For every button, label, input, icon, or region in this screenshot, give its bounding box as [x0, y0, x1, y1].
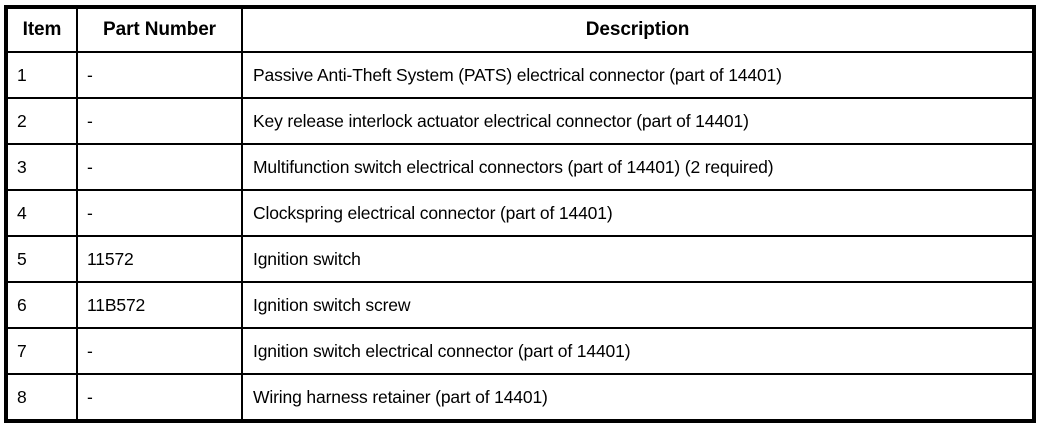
cell-description: Ignition switch: [241, 235, 1035, 283]
table-header: Item Part Number Description: [5, 6, 1035, 53]
cell-description: Multifunction switch electrical connecto…: [241, 143, 1035, 191]
cell-item: 6: [5, 281, 78, 329]
cell-part-number: -: [76, 51, 243, 99]
cell-part-number: 11B572: [76, 281, 243, 329]
cell-description: Ignition switch electrical connector (pa…: [241, 327, 1035, 375]
cell-part-number: -: [76, 97, 243, 145]
cell-part-number: -: [76, 189, 243, 237]
cell-description: Clockspring electrical connector (part o…: [241, 189, 1035, 237]
table-row: 6 11B572 Ignition switch screw: [5, 281, 1035, 329]
cell-description: Wiring harness retainer (part of 14401): [241, 373, 1035, 422]
table-row: 1 - Passive Anti-Theft System (PATS) ele…: [5, 51, 1035, 99]
cell-part-number: -: [76, 327, 243, 375]
cell-description: Key release interlock actuator electrica…: [241, 97, 1035, 145]
parts-list-table: Item Part Number Description 1 - Passive…: [4, 5, 1036, 423]
cell-item: 8: [5, 373, 78, 422]
table-row: 5 11572 Ignition switch: [5, 235, 1035, 283]
column-header-part-number: Part Number: [76, 6, 243, 53]
cell-part-number: -: [76, 143, 243, 191]
column-header-description: Description: [241, 6, 1035, 53]
cell-description: Ignition switch screw: [241, 281, 1035, 329]
cell-part-number: 11572: [76, 235, 243, 283]
cell-description: Passive Anti-Theft System (PATS) electri…: [241, 51, 1035, 99]
cell-part-number: -: [76, 373, 243, 422]
cell-item: 1: [5, 51, 78, 99]
cell-item: 4: [5, 189, 78, 237]
table-row: 4 - Clockspring electrical connector (pa…: [5, 189, 1035, 237]
table-row: 2 - Key release interlock actuator elect…: [5, 97, 1035, 145]
column-header-item: Item: [5, 6, 78, 53]
cell-item: 3: [5, 143, 78, 191]
table-header-row: Item Part Number Description: [5, 6, 1035, 53]
cell-item: 2: [5, 97, 78, 145]
cell-item: 7: [5, 327, 78, 375]
cell-item: 5: [5, 235, 78, 283]
table-body: 1 - Passive Anti-Theft System (PATS) ele…: [5, 51, 1035, 422]
table-row: 7 - Ignition switch electrical connector…: [5, 327, 1035, 375]
table-row: 8 - Wiring harness retainer (part of 144…: [5, 373, 1035, 422]
table-row: 3 - Multifunction switch electrical conn…: [5, 143, 1035, 191]
